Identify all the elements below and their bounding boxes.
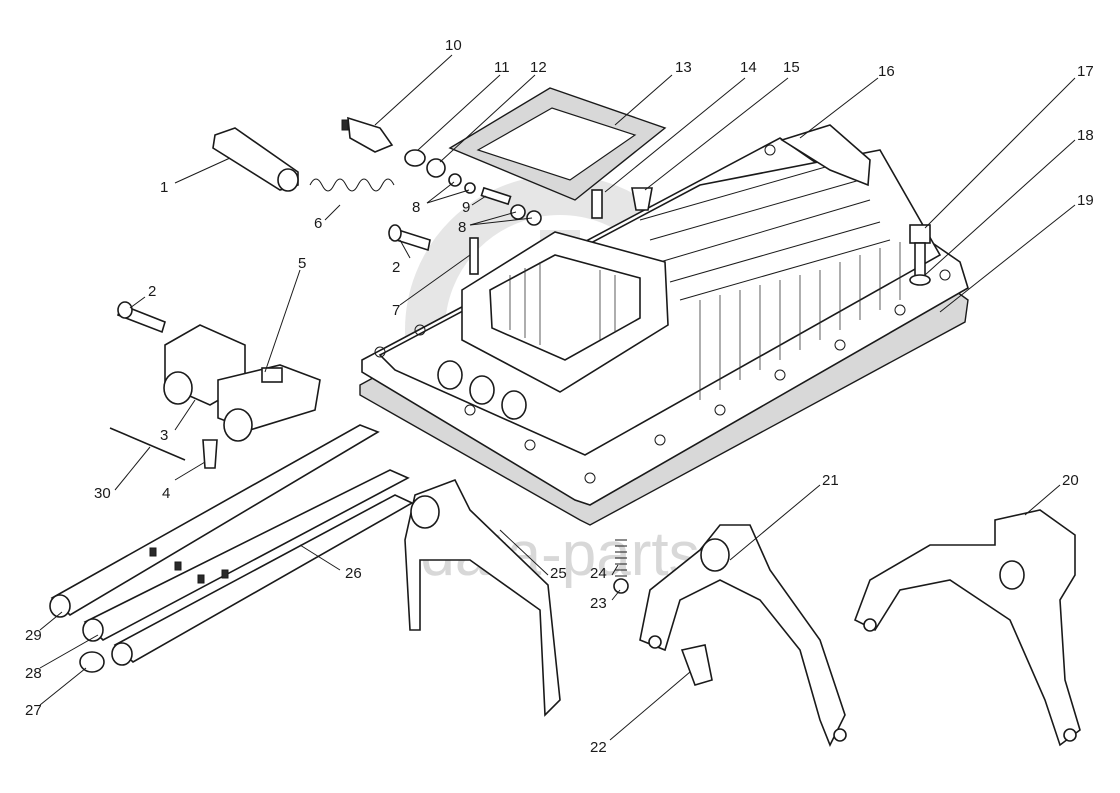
bolt-and-washer — [909, 224, 931, 286]
callout-14: 14 — [740, 59, 757, 76]
callout-16: 16 — [878, 63, 895, 80]
callout-4: 4 — [162, 485, 170, 502]
pin-lower — [116, 301, 166, 334]
breather-fitting — [591, 187, 653, 219]
callout-30: 30 — [94, 485, 111, 502]
callout-12: 12 — [530, 59, 547, 76]
shift-fork-20 — [853, 509, 1081, 747]
detent-spring — [615, 539, 627, 577]
callout-25: 25 — [550, 565, 567, 582]
sleeve — [212, 127, 299, 192]
callout-labels: 1 2 2 3 4 5 6 7 8 8 9 10 11 12 13 14 15 … — [25, 37, 1094, 756]
callout-28: 28 — [25, 665, 42, 682]
fork-key — [680, 644, 713, 686]
callout-9: 9 — [462, 199, 470, 216]
gearbox-cover-housing — [361, 124, 969, 506]
callout-17: 17 — [1077, 63, 1094, 80]
spring — [309, 178, 395, 192]
callout-10: 10 — [445, 37, 462, 54]
callout-8b: 8 — [458, 219, 466, 236]
detent-ball — [613, 578, 629, 594]
lock-wire — [109, 427, 186, 461]
pin-upper — [388, 224, 431, 252]
leader-lines — [39, 54, 1076, 741]
callout-2b: 2 — [392, 259, 400, 276]
callout-2a: 2 — [148, 283, 156, 300]
shift-fork-25 — [404, 478, 561, 717]
callout-19: 19 — [1077, 192, 1094, 209]
callout-29: 29 — [25, 627, 42, 644]
callout-27: 27 — [25, 702, 42, 719]
callout-24: 24 — [590, 565, 607, 582]
callout-1: 1 — [160, 179, 168, 196]
stud — [469, 237, 479, 275]
callout-22: 22 — [590, 739, 607, 756]
shift-block — [163, 324, 321, 442]
callout-7: 7 — [392, 302, 400, 319]
callout-26: 26 — [345, 565, 362, 582]
shift-rails — [49, 424, 414, 666]
callout-23: 23 — [590, 595, 607, 612]
callout-13: 13 — [675, 59, 692, 76]
callout-6: 6 — [314, 215, 322, 232]
callout-11: 11 — [494, 59, 510, 76]
neutral-switch — [341, 116, 446, 178]
callout-3: 3 — [160, 427, 168, 444]
shift-fork-21 — [639, 524, 847, 747]
callout-8a: 8 — [412, 199, 420, 216]
callout-15: 15 — [783, 59, 800, 76]
plug — [79, 651, 105, 673]
callout-20: 20 — [1062, 472, 1079, 489]
detent-balls — [448, 173, 542, 226]
cover-gasket — [448, 87, 667, 201]
set-screw — [202, 439, 218, 469]
callout-18: 18 — [1077, 127, 1094, 144]
callout-21: 21 — [822, 472, 839, 489]
callout-5: 5 — [298, 255, 306, 272]
